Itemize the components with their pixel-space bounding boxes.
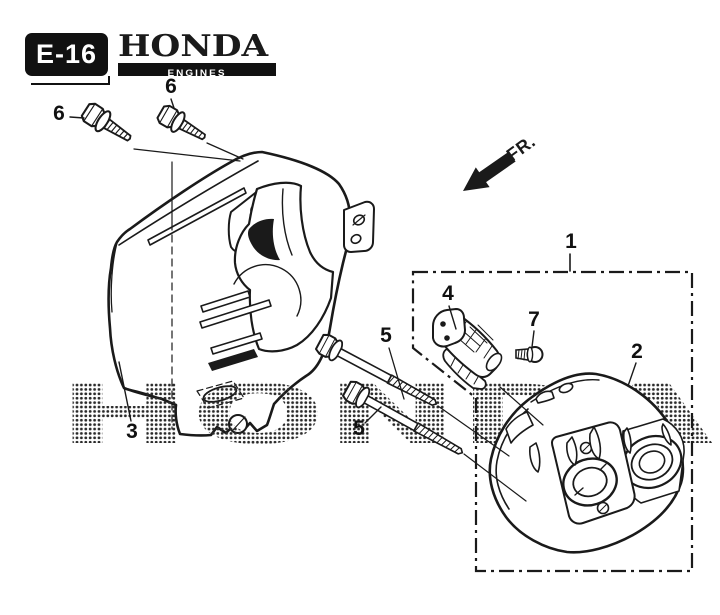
callout-5-upper[interactable]: 5 xyxy=(380,324,392,347)
callout-3[interactable]: 3 xyxy=(126,420,138,443)
brand-logo: HONDA ENGINES xyxy=(118,30,276,78)
brand-subtitle-bar: ENGINES xyxy=(118,63,276,78)
fr-arrow-icon xyxy=(463,151,516,191)
page-code-text: E-16 xyxy=(35,39,98,69)
brand-subtitle-text: ENGINES xyxy=(167,68,227,79)
callout-2[interactable]: 2 xyxy=(631,340,643,363)
page-code-badge: E-16 xyxy=(25,33,108,76)
page-code-shadow xyxy=(31,76,110,85)
bolt-6-left xyxy=(78,99,138,150)
screw-drawing xyxy=(515,346,544,363)
brand-wordmark: HONDA xyxy=(118,27,269,64)
bolt-6-right xyxy=(154,101,212,149)
muffler-drawing xyxy=(488,372,685,554)
assembly-group-boundary xyxy=(411,270,694,573)
muffler-cover-drawing xyxy=(107,150,375,437)
callout-1[interactable]: 1 xyxy=(565,230,577,253)
callout-6-left[interactable]: 6 xyxy=(53,102,65,125)
callout-4[interactable]: 4 xyxy=(442,282,454,305)
callout-7[interactable]: 7 xyxy=(528,308,540,331)
callout-5-lower[interactable]: 5 xyxy=(353,417,365,440)
callout-6-right[interactable]: 6 xyxy=(165,75,177,98)
leader-lines xyxy=(69,98,637,502)
protector-drawing xyxy=(432,308,503,390)
